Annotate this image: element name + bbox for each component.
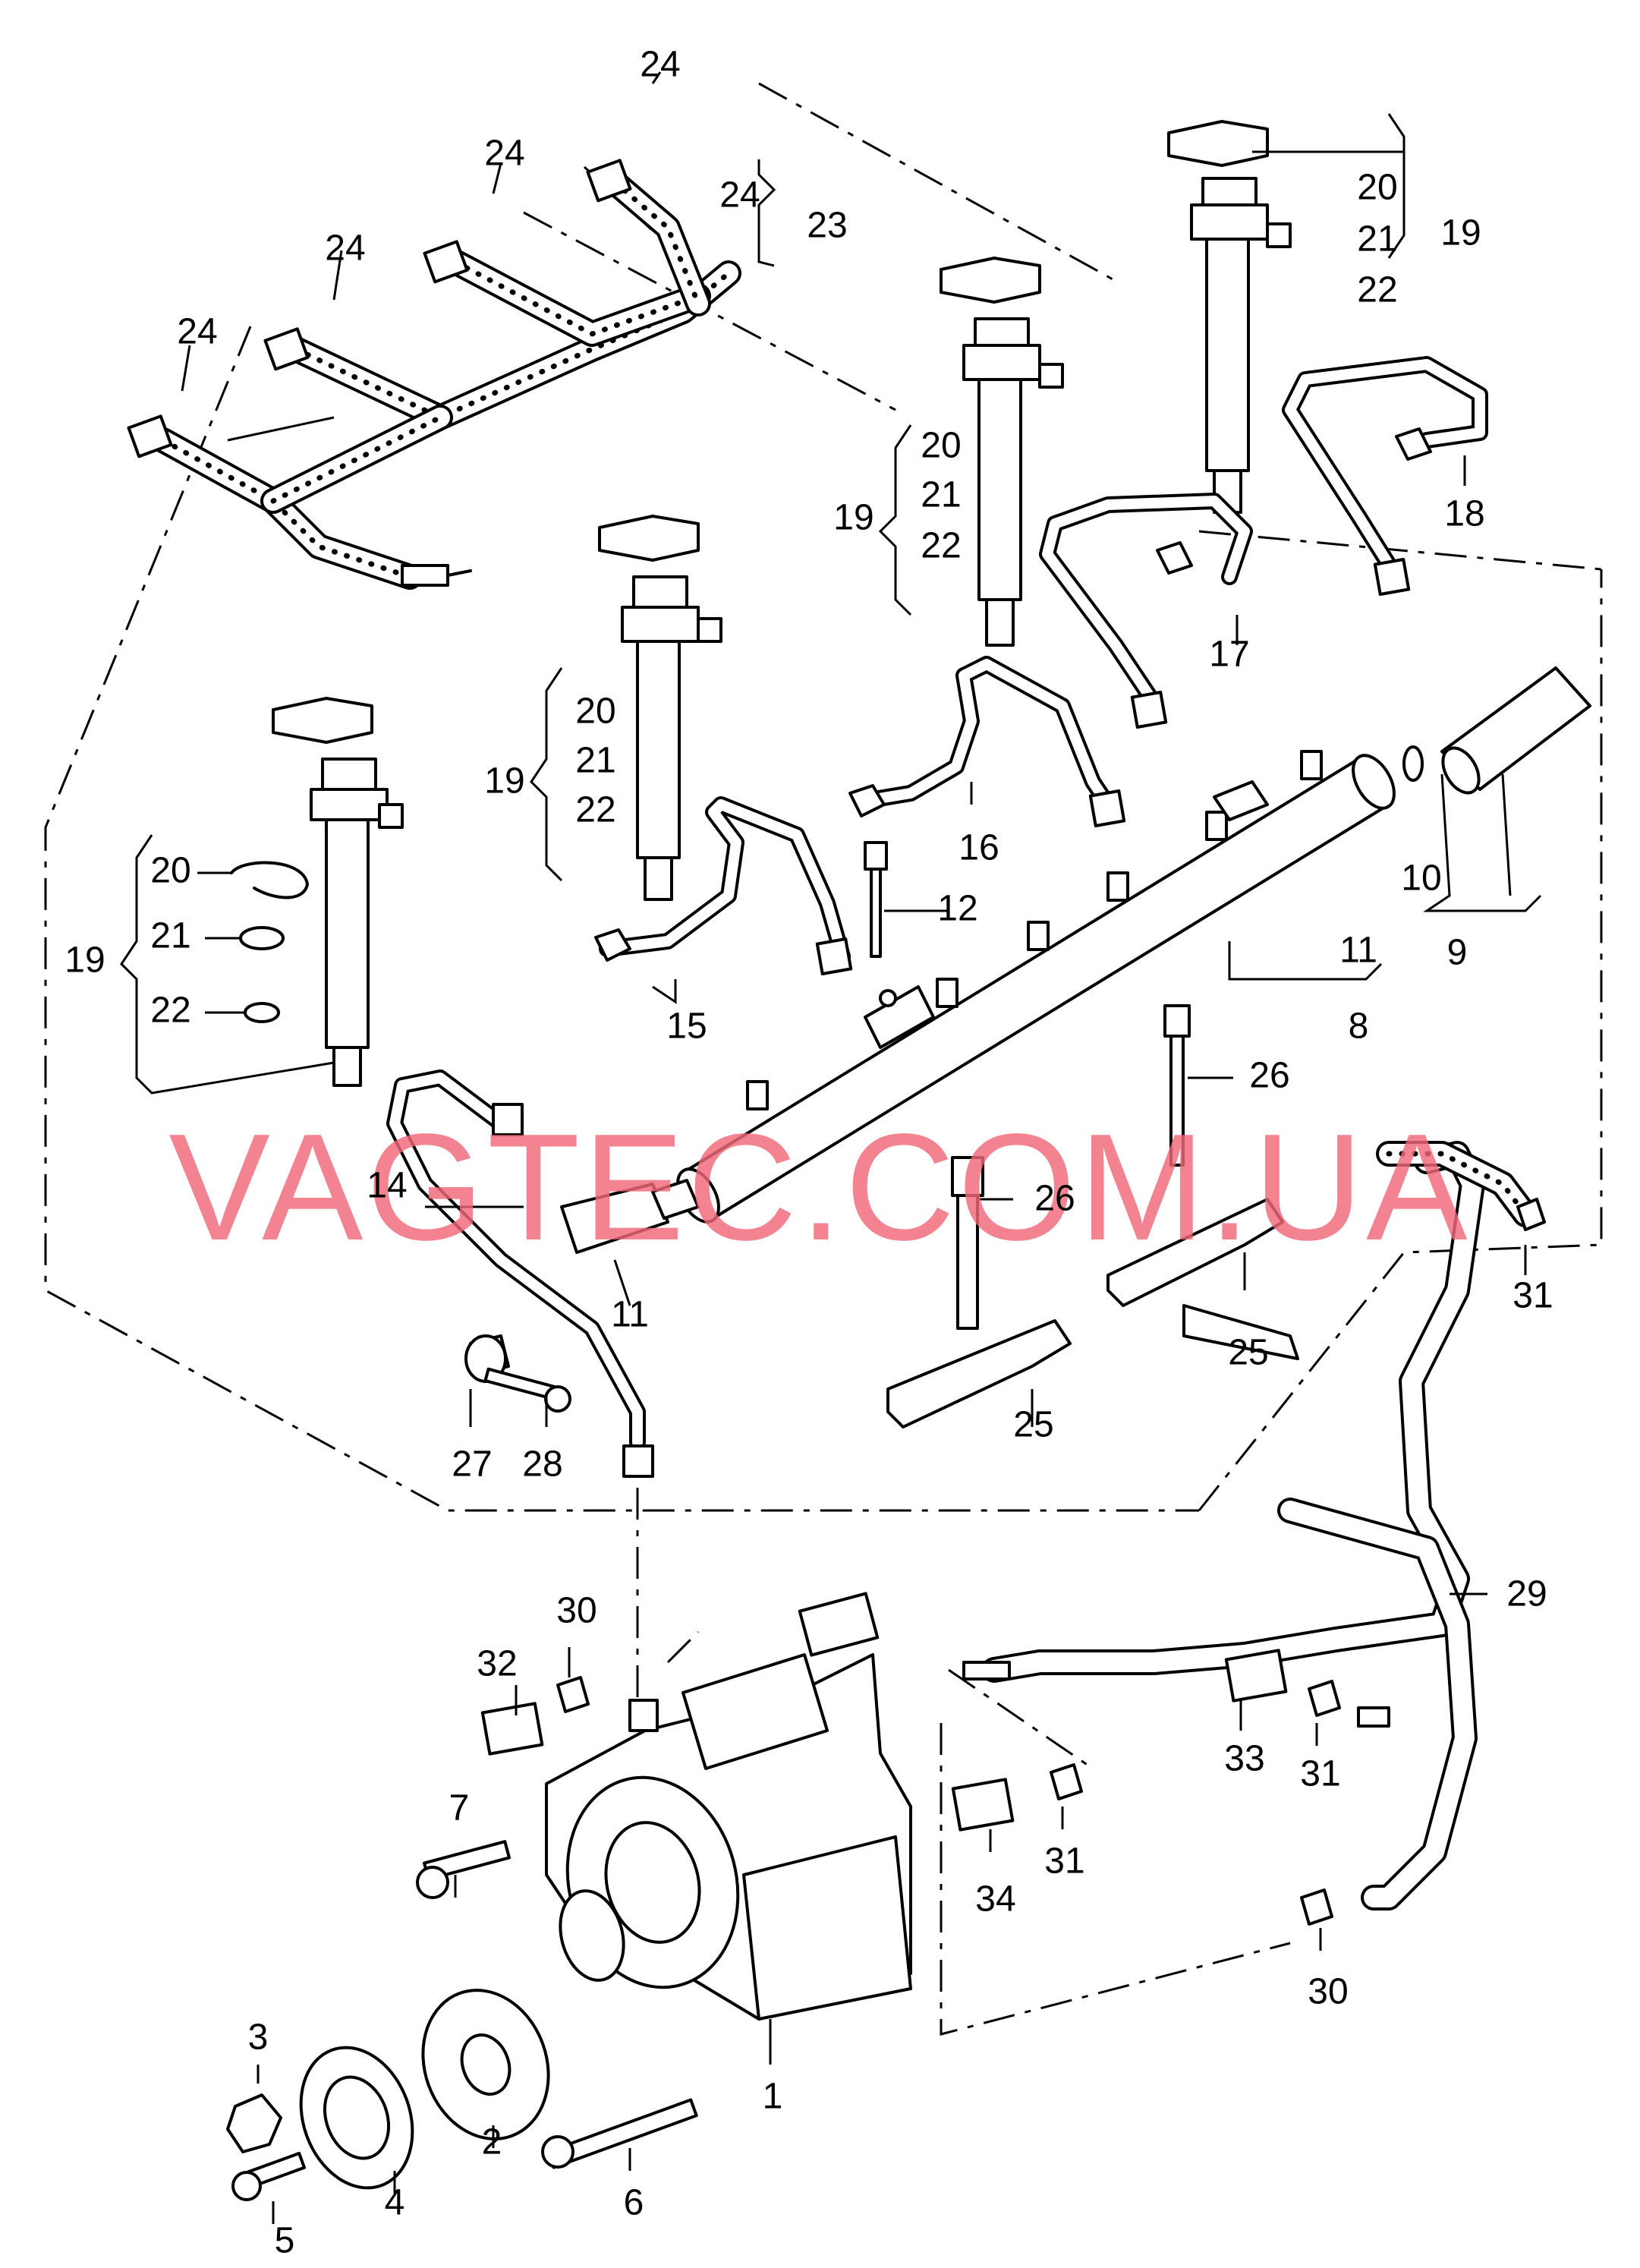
callout-31: 31 bbox=[1513, 1276, 1553, 1316]
callout-6: 6 bbox=[624, 2183, 644, 2223]
callout-5: 5 bbox=[275, 2221, 295, 2261]
callout-15: 15 bbox=[666, 1006, 707, 1047]
callout-25: 25 bbox=[1228, 1333, 1268, 1373]
callout-12: 12 bbox=[937, 889, 977, 929]
callout-20: 20 bbox=[1357, 168, 1397, 208]
callout-31: 31 bbox=[1044, 1841, 1084, 1882]
callout-30: 30 bbox=[1308, 1972, 1348, 2012]
callout-22: 22 bbox=[1357, 270, 1397, 310]
callout-32: 32 bbox=[477, 1644, 517, 1684]
support-clamp-and-bolt bbox=[464, 1334, 571, 1413]
callout-27: 27 bbox=[452, 1444, 492, 1485]
callout-22: 22 bbox=[150, 991, 190, 1031]
watermark-text: VAGTEC.COM.UA bbox=[168, 1103, 1470, 1272]
callout-1: 1 bbox=[763, 2077, 783, 2117]
callout-19: 19 bbox=[484, 761, 524, 802]
rail-pressure-sensor bbox=[1440, 666, 1591, 795]
injector-wiring-harness bbox=[127, 159, 741, 590]
callout-3: 3 bbox=[248, 2018, 269, 2058]
injector-3 bbox=[940, 257, 1064, 647]
callout-labels: 24 24 24 24 24 23 20 21 22 19 18 20 21 2… bbox=[65, 45, 1553, 2261]
callout-33: 33 bbox=[1224, 1739, 1264, 1779]
injector-seal-rings bbox=[230, 745, 1424, 1023]
callout-10: 10 bbox=[1401, 858, 1441, 899]
callout-20: 20 bbox=[150, 851, 190, 891]
callout-7: 7 bbox=[449, 1788, 470, 1829]
callout-19: 19 bbox=[833, 498, 874, 538]
callout-29: 29 bbox=[1506, 1574, 1547, 1614]
callout-21: 21 bbox=[921, 475, 961, 515]
callout-11: 11 bbox=[1339, 931, 1377, 971]
injector-1 bbox=[272, 697, 404, 1087]
callout-14: 14 bbox=[367, 1166, 407, 1206]
callout-24: 24 bbox=[719, 175, 760, 216]
group-boundary-lines bbox=[44, 82, 1603, 2036]
injector-4 bbox=[1167, 120, 1292, 514]
callout-19: 19 bbox=[65, 940, 105, 981]
callout-21: 21 bbox=[575, 741, 615, 781]
high-pressure-pipes bbox=[386, 356, 1488, 1478]
callout-23: 23 bbox=[807, 206, 847, 246]
callout-16: 16 bbox=[959, 828, 999, 868]
callout-26: 26 bbox=[1034, 1179, 1075, 1219]
callout-8: 8 bbox=[1349, 1006, 1369, 1047]
callout-31: 31 bbox=[1300, 1754, 1340, 1794]
fuel-return-line bbox=[962, 1141, 1538, 1910]
fuel-rail bbox=[676, 750, 1396, 1224]
callout-19: 19 bbox=[1440, 213, 1481, 254]
callout-22: 22 bbox=[921, 526, 961, 566]
pressure-regulator-valve bbox=[560, 1179, 700, 1254]
callout-25: 25 bbox=[1013, 1405, 1053, 1445]
injector-2 bbox=[598, 515, 722, 901]
callout-21: 21 bbox=[1357, 219, 1397, 260]
callout-22: 22 bbox=[575, 790, 615, 830]
callout-28: 28 bbox=[522, 1444, 562, 1485]
callout-21: 21 bbox=[150, 916, 190, 956]
callout-24: 24 bbox=[484, 134, 524, 174]
callout-11: 11 bbox=[611, 1295, 649, 1335]
callout-34: 34 bbox=[975, 1879, 1015, 1920]
callout-18: 18 bbox=[1444, 494, 1484, 534]
pump-drive-gear bbox=[226, 1989, 550, 2201]
leader-lines bbox=[120, 71, 1542, 2224]
callout-9: 9 bbox=[1447, 933, 1468, 973]
callout-30: 30 bbox=[556, 1591, 597, 1631]
callout-26: 26 bbox=[1249, 1056, 1289, 1096]
callout-2: 2 bbox=[482, 2122, 502, 2162]
bolts-and-brackets bbox=[864, 841, 1284, 1429]
callout-17: 17 bbox=[1209, 635, 1249, 675]
high-pressure-pump bbox=[416, 1592, 912, 2169]
callout-24: 24 bbox=[177, 312, 217, 352]
callout-20: 20 bbox=[921, 426, 961, 466]
callout-20: 20 bbox=[575, 691, 615, 732]
callout-4: 4 bbox=[385, 2183, 405, 2223]
callout-24: 24 bbox=[325, 228, 365, 269]
callout-24: 24 bbox=[640, 45, 680, 85]
